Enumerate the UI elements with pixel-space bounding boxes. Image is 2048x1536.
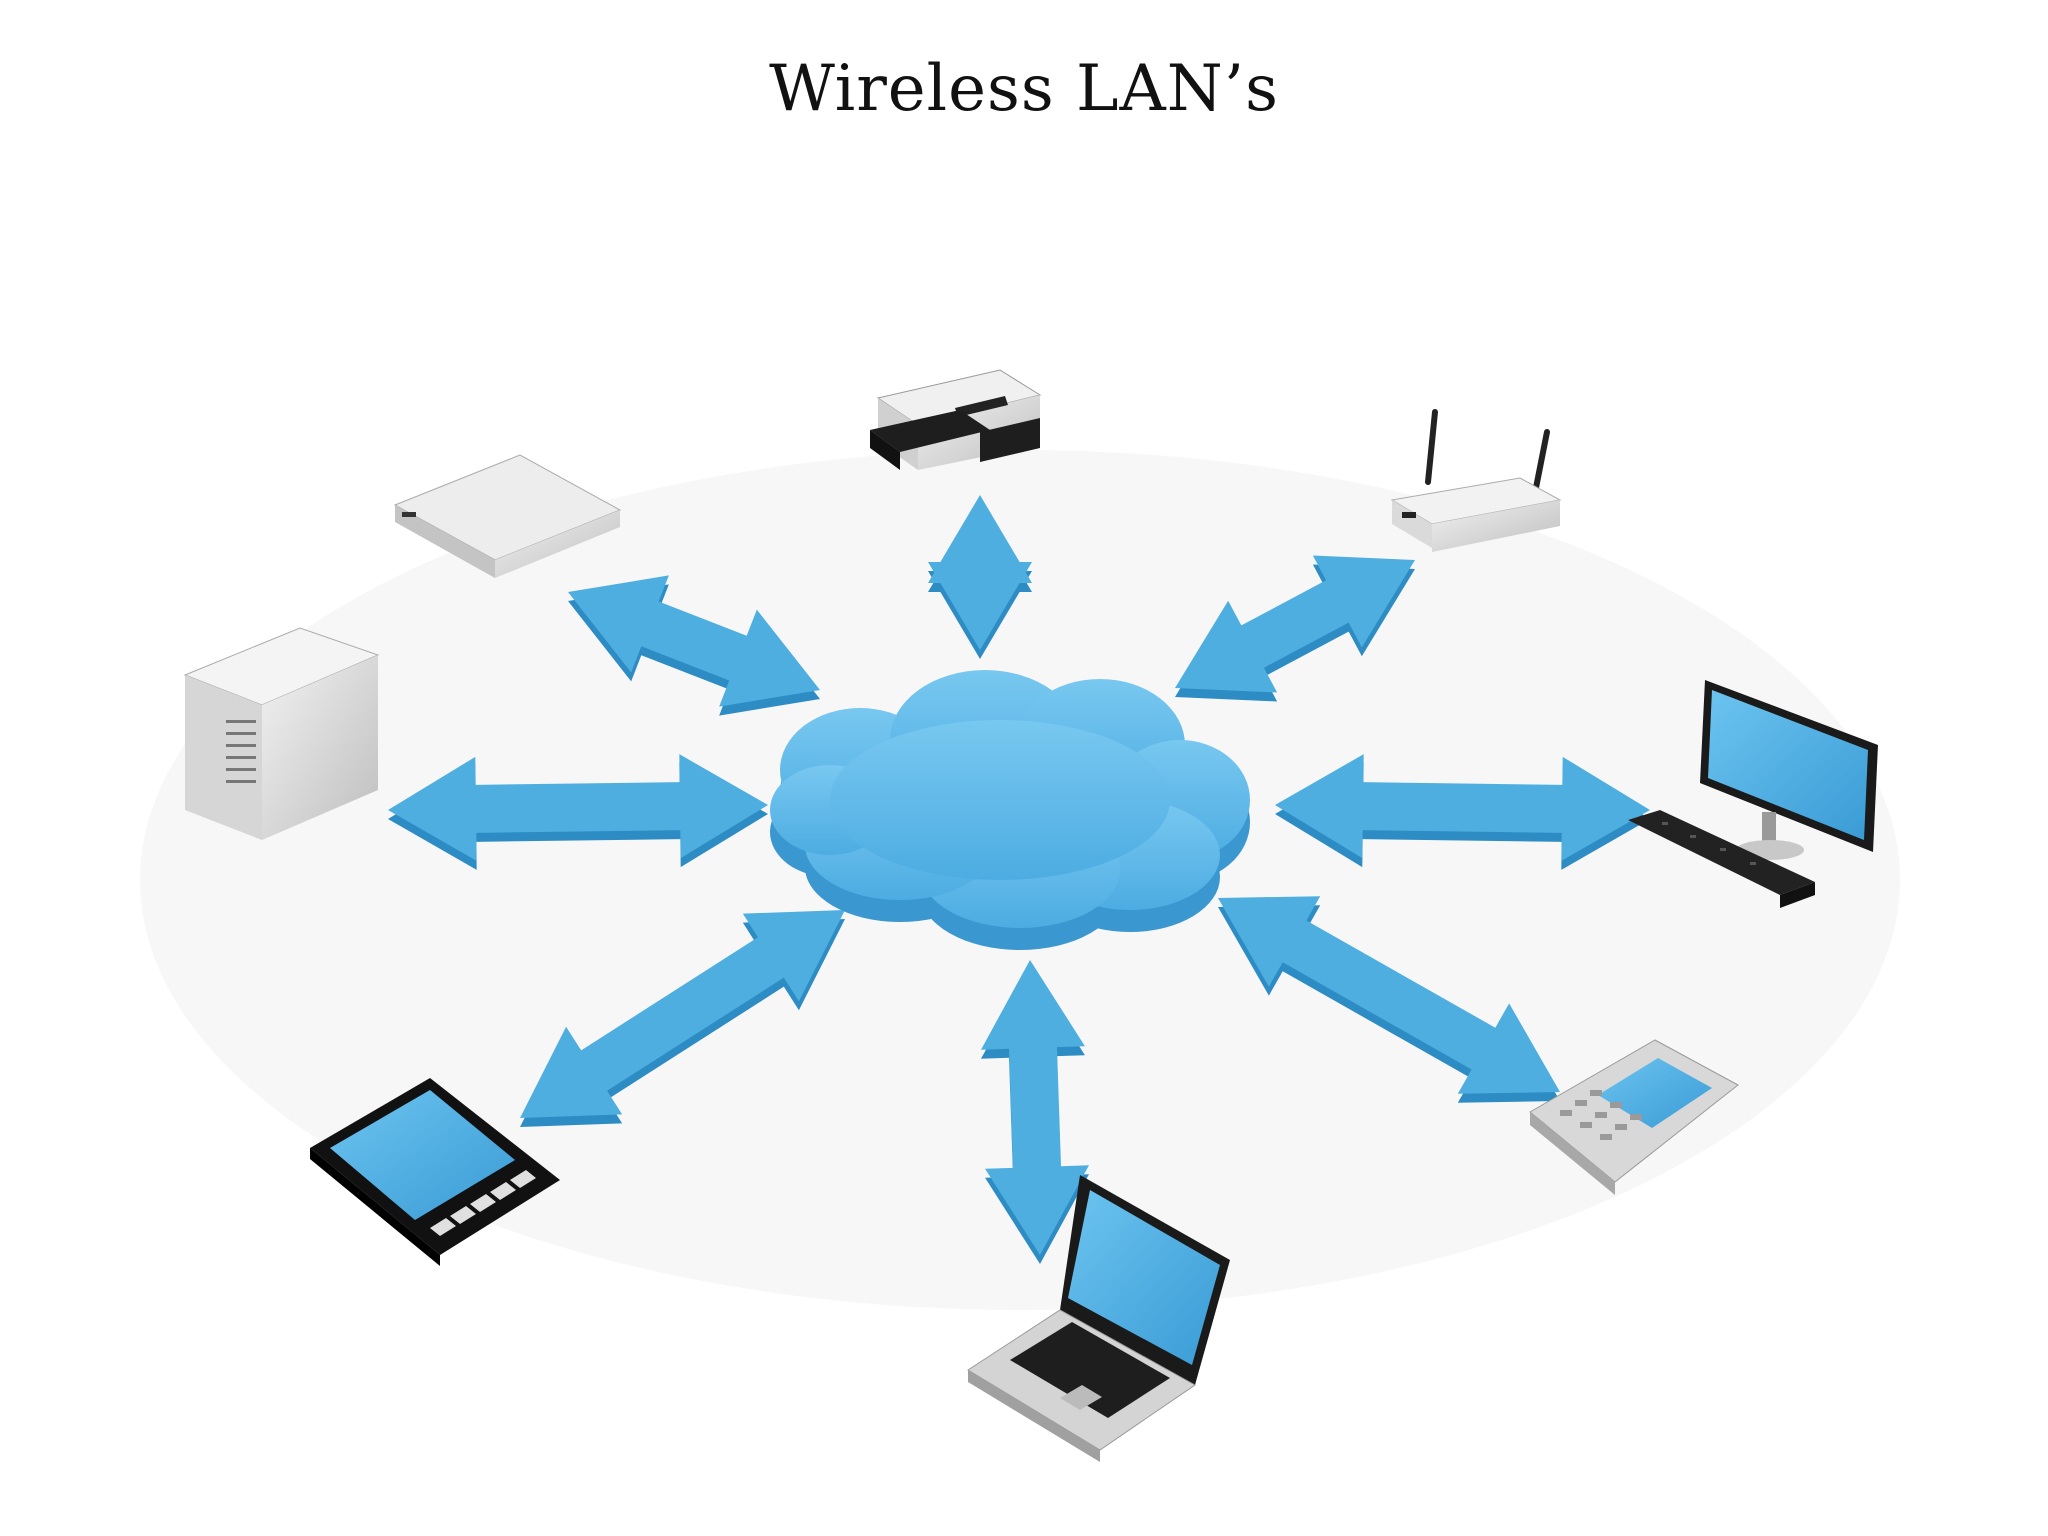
arrow-router xyxy=(1175,555,1415,693)
arrow-tablet xyxy=(520,910,845,1118)
printer-icon xyxy=(870,369,1042,470)
page-title: Wireless LAN’s xyxy=(769,52,1279,126)
arrow-laptop xyxy=(981,960,1089,1255)
arrow-switch xyxy=(568,575,820,707)
arrow-phone xyxy=(1218,896,1560,1094)
server-icon xyxy=(183,627,380,840)
cloud-icon xyxy=(770,670,1250,950)
phone-icon xyxy=(1529,1039,1739,1195)
arrow-printer xyxy=(928,495,1032,650)
desktop-icon xyxy=(1628,680,1878,908)
arrow-server xyxy=(388,754,768,861)
arrow-desktop xyxy=(1275,754,1650,861)
laptop-icon xyxy=(967,1175,1230,1462)
router-icon xyxy=(1390,409,1562,552)
switch-icon xyxy=(393,454,622,578)
connection-arrows xyxy=(388,495,1650,1264)
tablet-icon xyxy=(310,1078,560,1266)
